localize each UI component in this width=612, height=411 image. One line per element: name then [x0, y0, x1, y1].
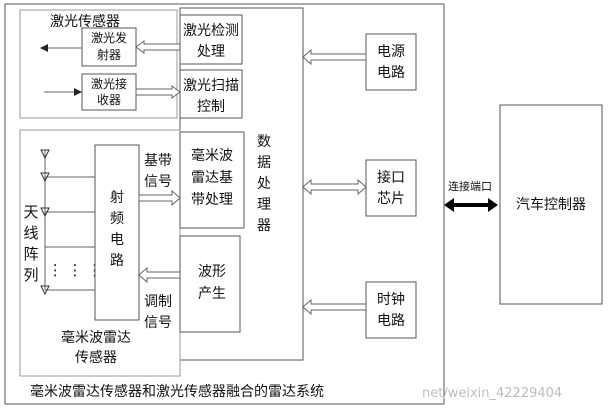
laser-detect-label-2: 处理	[197, 44, 225, 60]
laser-scan-box	[179, 69, 243, 119]
link-label: 连接端口	[448, 180, 492, 193]
baseband-proc-label-3: 带处理	[191, 192, 233, 208]
data-processor-char-1: 数	[257, 134, 271, 150]
clock-circuit-label-2: 电路	[377, 313, 405, 329]
watermark: net/weixin_42229404	[422, 386, 562, 401]
laser-scan-label-1: 激光扫描	[183, 77, 239, 94]
power-circuit-label-1: 电源	[377, 44, 405, 60]
emitter-arrowhead	[40, 44, 48, 52]
laser-receiver-label-2: 收器	[97, 93, 121, 107]
data-processor-char-3: 处	[257, 176, 271, 192]
system-title: 毫米波雷达传感器和激光传感器融合的雷达系统	[30, 383, 324, 400]
waveform-label-1: 波形	[198, 264, 226, 280]
interface-bidirectional-arrow	[302, 178, 367, 196]
rf-circuit-char-3: 电	[110, 232, 124, 248]
car-controller-label: 汽车控制器	[516, 196, 586, 213]
radar-sensor-title-2: 传感器	[75, 349, 117, 366]
receiver-arrowhead	[74, 88, 82, 96]
receiver-to-scan-arrow	[135, 85, 181, 99]
data-processor-char-2: 据	[257, 155, 271, 171]
interface-chip-box	[365, 159, 417, 217]
rf-circuit-char-1: 射	[110, 190, 124, 206]
baseband-proc-box	[179, 131, 245, 229]
connection-port-arrow	[444, 198, 498, 212]
clock-arrow	[302, 298, 367, 316]
radar-sensor-title-1: 毫米波雷达	[61, 329, 131, 346]
clock-circuit-box	[365, 281, 417, 339]
data-processor-char-4: 理	[257, 197, 271, 213]
interface-chip-label-1: 接口	[377, 169, 405, 186]
clock-circuit-label-1: 时钟	[377, 291, 405, 308]
mod-signal-label-2: 信号	[144, 315, 172, 331]
baseband-signal-label-1: 基带	[144, 152, 172, 169]
power-circuit-box	[365, 33, 417, 91]
waveform-label-2: 产生	[198, 286, 226, 302]
interface-chip-label-2: 芯片	[377, 191, 405, 207]
data-processor-char-5: 器	[257, 218, 271, 234]
laser-emitter-label-2: 射器	[97, 47, 121, 62]
mod-signal-label-1: 调制	[144, 294, 172, 310]
antenna-array-lines	[40, 149, 95, 296]
laser-receiver-label-1: 激光接	[91, 76, 127, 91]
antenna-array-char-1: 天	[23, 203, 38, 221]
rf-circuit-char-4: 路	[110, 253, 124, 269]
laser-emitter-box	[81, 27, 137, 67]
laser-detect-label-1: 激光检测	[183, 22, 239, 39]
antenna-array-char-3: 阵	[23, 245, 38, 263]
laser-detect-box	[179, 14, 243, 65]
car-controller-box	[499, 104, 603, 305]
rf-circuit-box	[94, 144, 140, 321]
baseband-signal-label-2: 信号	[144, 174, 172, 190]
baseband-proc-label-1: 毫米波	[191, 147, 233, 164]
baseband-signal-arrow	[138, 189, 181, 207]
laser-sensor-title: 激光传感器	[50, 13, 120, 30]
laser-scan-label-2: 控制	[197, 99, 225, 115]
antenna-dots: ⋮ ⋮ ⋮	[48, 261, 103, 279]
power-arrow	[302, 48, 367, 66]
laser-emitter-label-1: 激光发	[91, 30, 127, 45]
antenna-array-char-4: 列	[23, 266, 38, 284]
antenna-array-char-2: 线	[23, 224, 38, 242]
baseband-proc-label-2: 雷达基	[191, 169, 233, 186]
rf-circuit-char-2: 频	[110, 211, 124, 227]
power-circuit-label-2: 电路	[377, 65, 405, 81]
waveform-box	[179, 235, 241, 333]
